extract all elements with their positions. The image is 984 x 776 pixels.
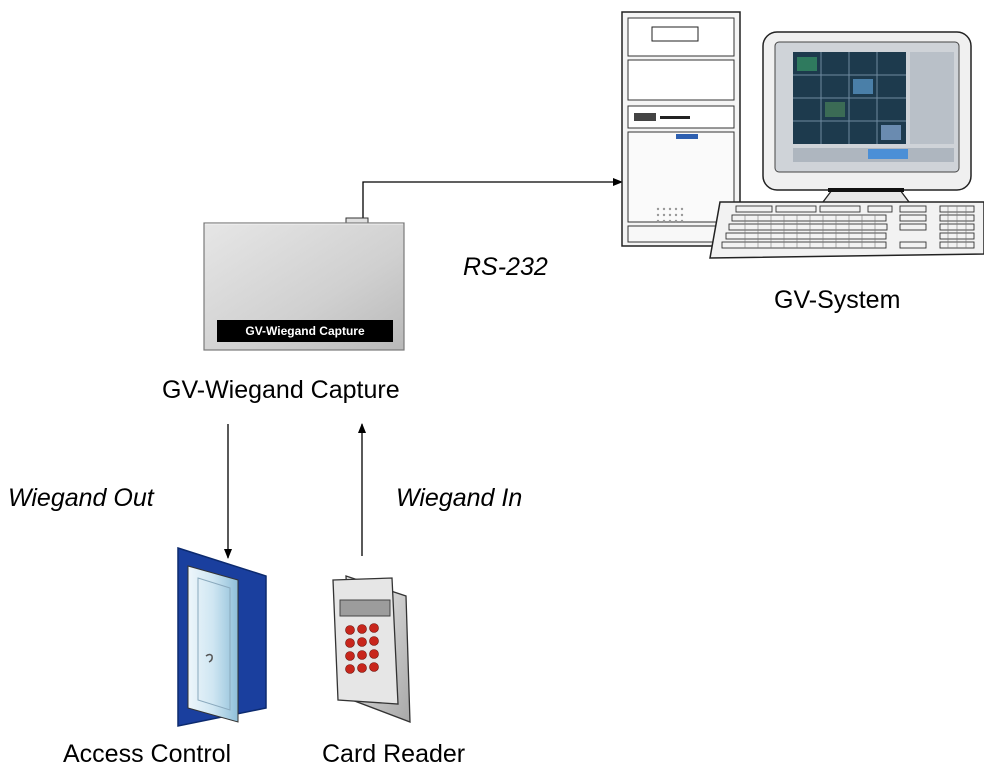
capture-plate: [217, 320, 393, 342]
door-icon: [177, 546, 267, 727]
monitor-icon: [762, 31, 972, 207]
rs232-connection: [362, 178, 623, 222]
card-reader-label: Card Reader: [322, 740, 466, 768]
keyboard-icon: [709, 201, 984, 259]
capture-plate-label: GV-Wiegand Capture: [245, 324, 365, 338]
gv-system-label: GV-System: [774, 286, 901, 314]
wiegand-out-label: Wiegand Out: [8, 484, 154, 512]
wiegand-capture-device-icon: [203, 217, 405, 351]
rs232-label: RS-232: [463, 253, 548, 281]
card-reader-icon: [332, 575, 411, 723]
capture-device-label: GV-Wiegand Capture: [162, 376, 400, 404]
pc-tower-icon: [621, 11, 741, 247]
access-control-label: Access Control: [63, 740, 232, 768]
wiegand-in-label: Wiegand In: [396, 484, 523, 512]
